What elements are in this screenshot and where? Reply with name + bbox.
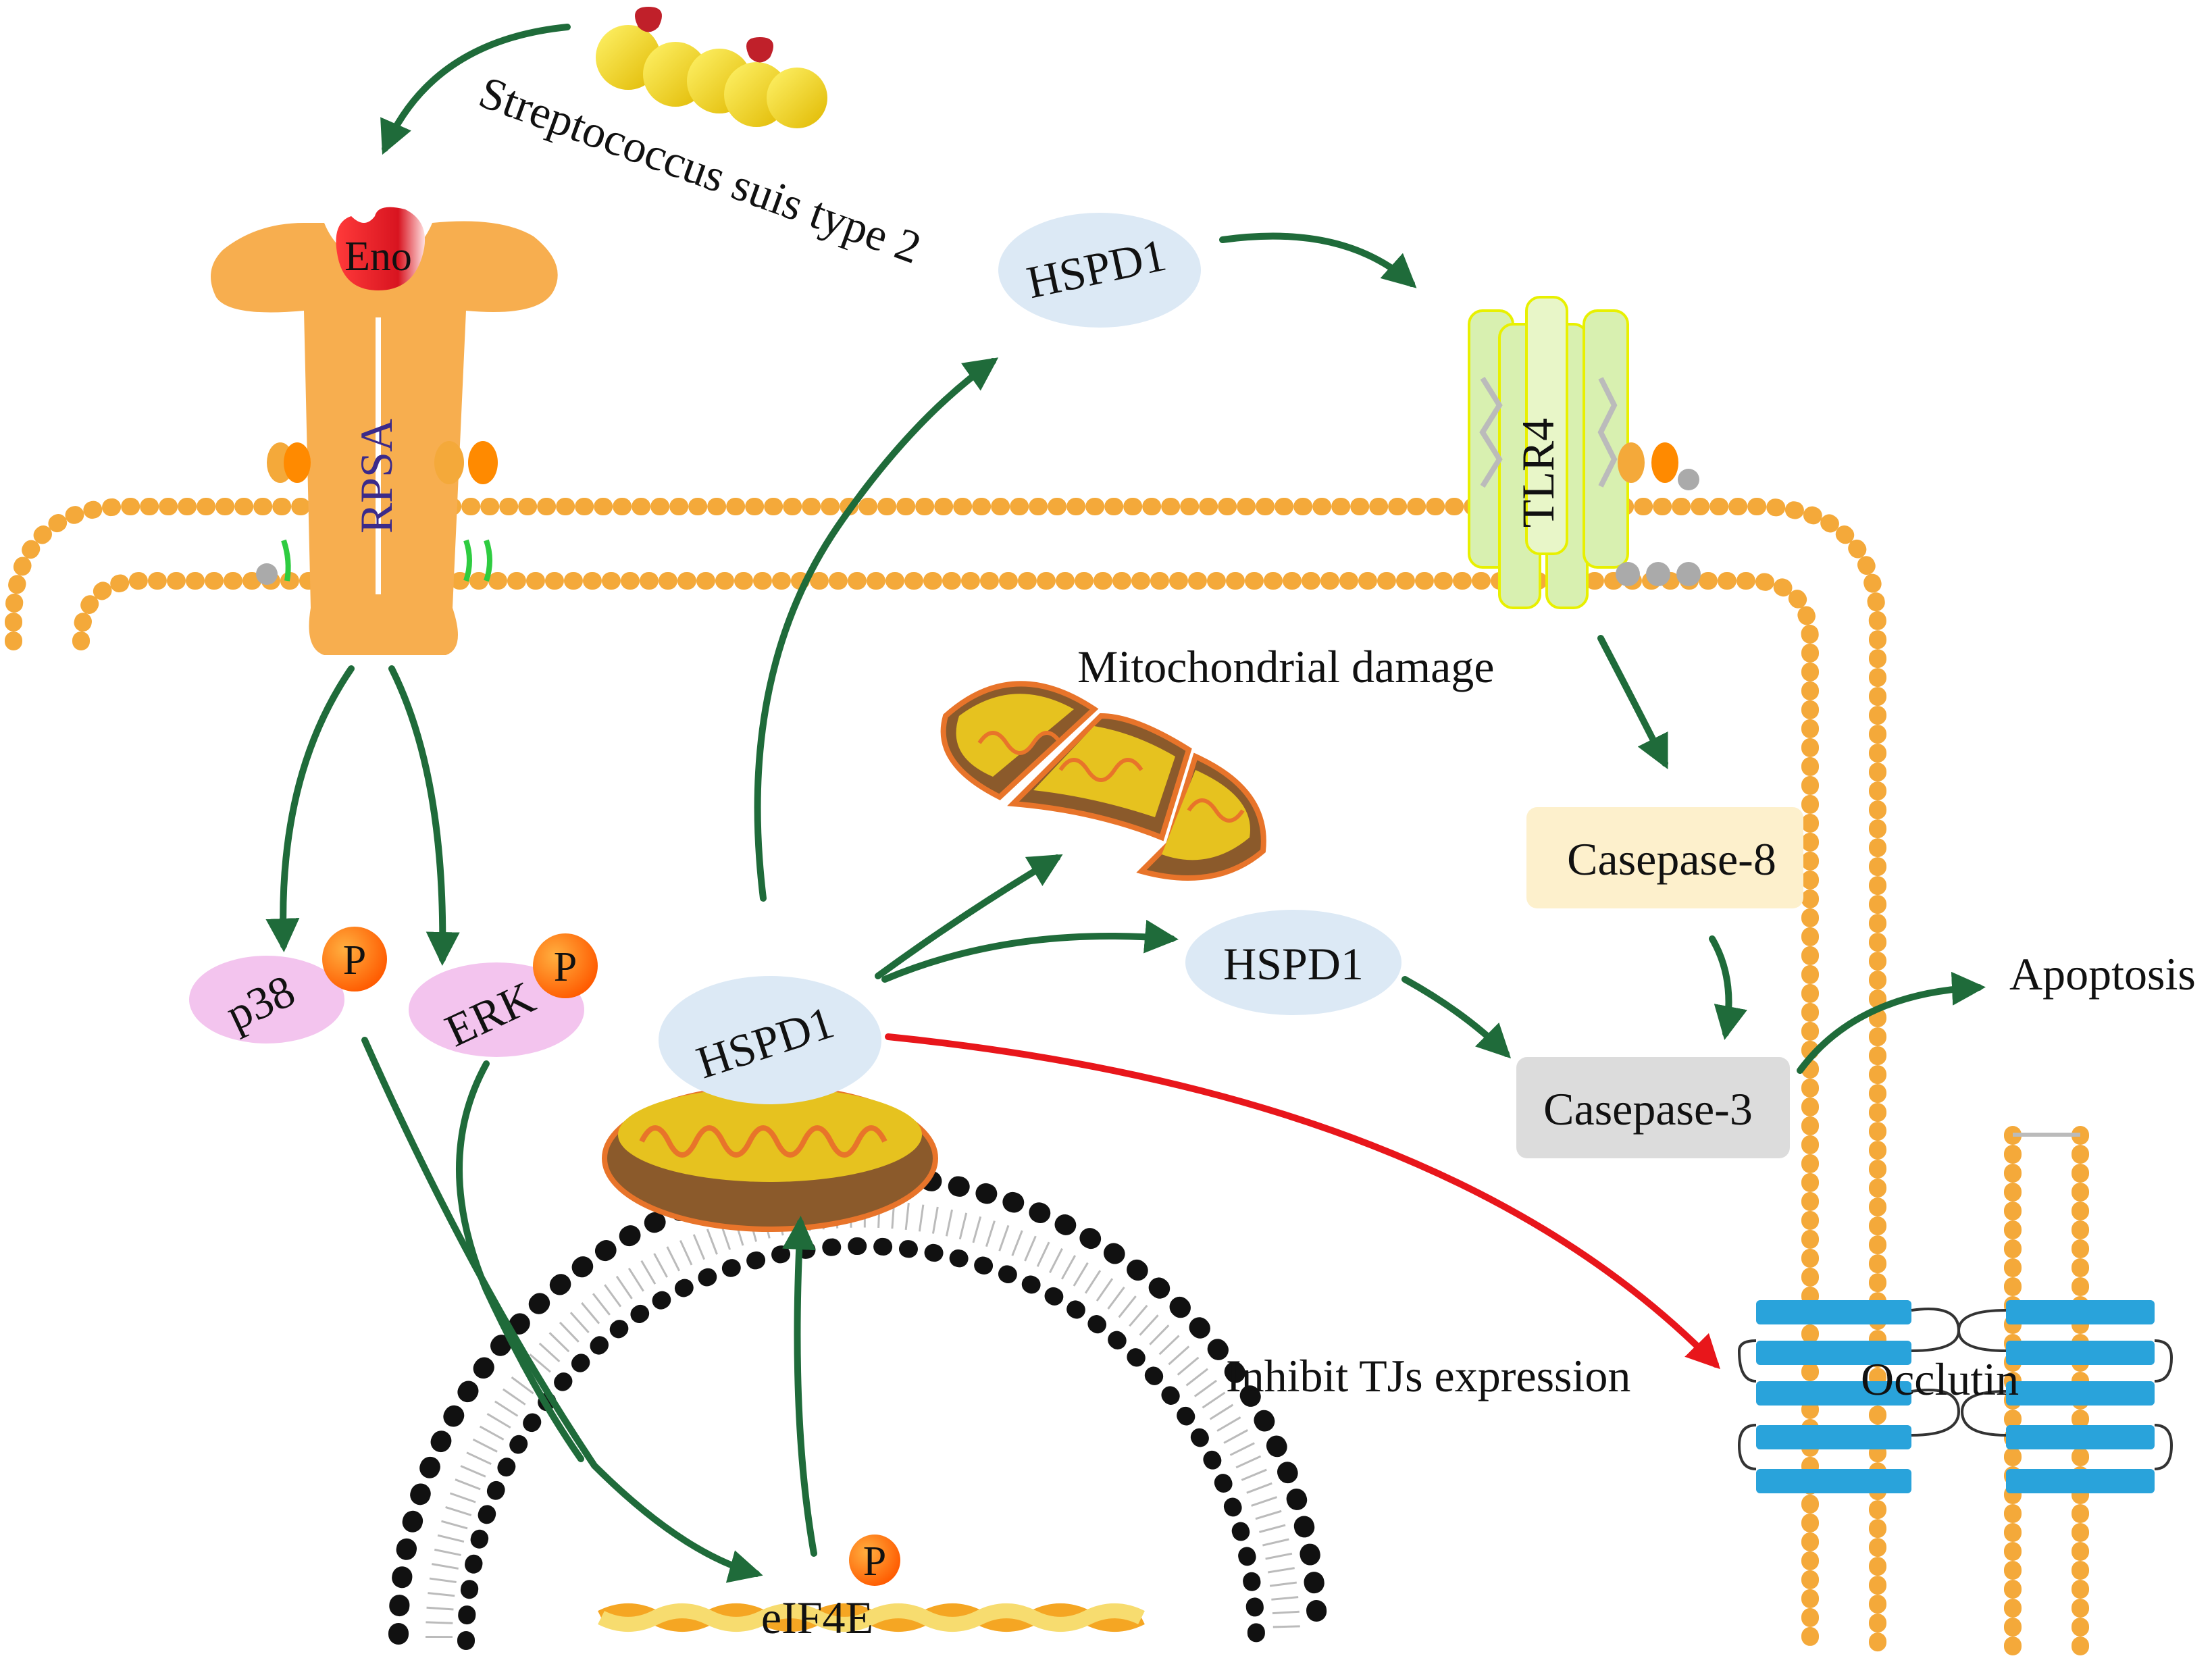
streptococcus-chain-icon	[596, 7, 827, 128]
arrow-casp8-to-casp3	[1709, 935, 1747, 1040]
tlr4-label: TLR4	[1512, 418, 1564, 527]
hspd1-mid-label: HSPD1	[1223, 938, 1364, 989]
arrow-eif4e-to-mito	[781, 1216, 817, 1557]
arrow-hspd1-to-damaged-mito	[875, 854, 1063, 979]
inhibit-label: Inhibit TJs expression	[1226, 1350, 1630, 1401]
arrow-tlr4-to-casp8	[1597, 635, 1668, 769]
eno-label: Eno	[344, 234, 412, 280]
membrane-proteins-left	[256, 442, 311, 585]
arrow-hspd1-inhibit-tj	[885, 1033, 1720, 1370]
membrane-proteins-tlr4	[1616, 442, 1701, 586]
eif4e-phospho-icon	[849, 1535, 900, 1586]
hspd1-center-ellipse	[659, 976, 881, 1104]
damaged-mitochondrion	[940, 681, 1266, 881]
pathway-arrows	[265, 24, 1986, 1583]
arrow-rpsa-to-p38	[265, 665, 355, 952]
dna-helix	[598, 1603, 1145, 1632]
mito-damage-label: Mitochondrial damage	[1077, 641, 1494, 692]
hspd1-mid-ellipse	[1185, 910, 1401, 1015]
casp3-label: Casepase-3	[1543, 1083, 1753, 1135]
mitochondrion	[602, 1085, 938, 1232]
membrane-proteins-right	[434, 441, 498, 582]
eif4e-label: eIF4E	[761, 1592, 873, 1643]
rpsa-label: RPSA	[351, 419, 402, 534]
arrow-erk-to-eif4e	[456, 1060, 584, 1462]
tlr4-receptor	[1468, 296, 1629, 609]
p38-phospho-icon	[322, 927, 387, 991]
occludin-proteins	[1737, 1300, 2174, 1493]
arrow-hspd1-to-hspd1mid	[881, 919, 1179, 983]
p38-phospho-label: P	[343, 937, 366, 983]
arrow-bacteria-to-rpsa	[380, 24, 571, 155]
casp3-box	[1516, 1057, 1790, 1158]
p38-ellipse	[189, 956, 344, 1043]
erk-phospho-label: P	[554, 944, 577, 990]
erk-phospho-icon	[533, 933, 598, 998]
arrow-hspd1top-to-tlr4	[1219, 232, 1417, 288]
cell-membrane	[5, 498, 1886, 1657]
casp8-label: Casepase-8	[1567, 833, 1776, 885]
arrow-rpsa-to-erk	[388, 665, 460, 966]
arrow-p38-to-eif4e	[361, 1037, 763, 1583]
arrow-hspd1-to-hspd1top	[754, 357, 999, 902]
apoptosis-label: Apoptosis	[2009, 948, 2196, 1000]
occludin-label: Occlutin	[1861, 1354, 2019, 1405]
nuclear-membrane	[388, 1165, 1327, 1650]
arrow-hspd1mid-to-casp3	[1401, 976, 1512, 1059]
arrow-casp3-to-apoptosis	[1797, 971, 1986, 1074]
eif4e-phospho-label: P	[863, 1539, 886, 1584]
casp8-box	[1526, 807, 1803, 908]
rpsa-receptor	[211, 221, 558, 655]
hspd1-top-ellipse	[998, 213, 1201, 328]
eno-protein: Eno	[336, 207, 426, 290]
